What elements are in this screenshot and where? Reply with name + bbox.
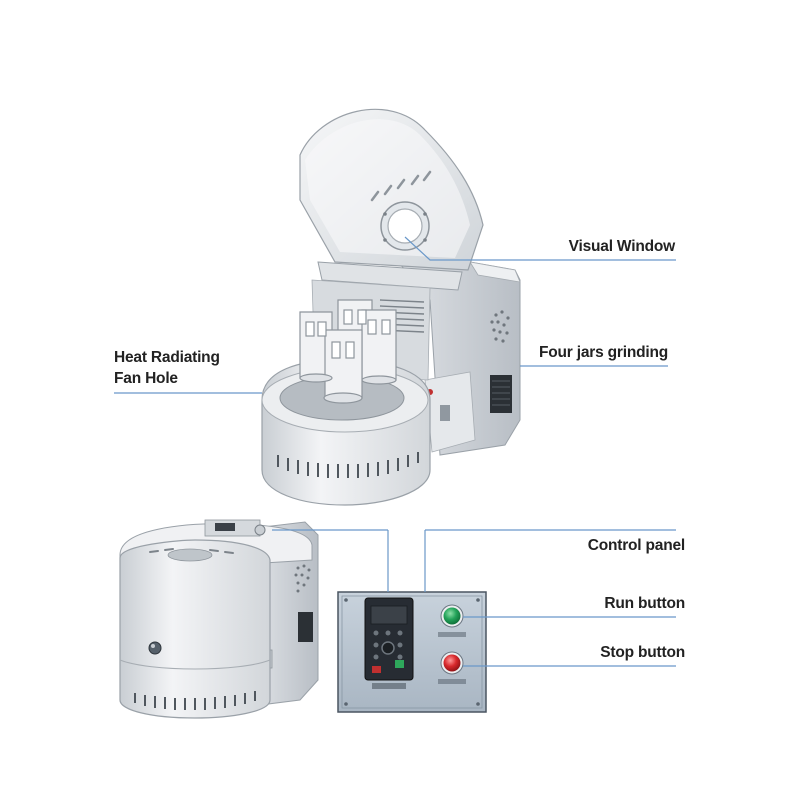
- callout-run-button: Run button: [604, 595, 685, 612]
- jar-holders: [299, 299, 397, 404]
- callout-four-jars-grinding: Four jars grinding: [538, 344, 668, 361]
- open-machine: [261, 108, 521, 506]
- lid-knob: [148, 641, 162, 655]
- callout-heat-line1: Heat Radiating: [114, 349, 220, 366]
- visual-window: [380, 201, 430, 251]
- inverter-keypad: [364, 597, 414, 681]
- callout-visual-window: Visual Window: [568, 238, 676, 255]
- callout-stop-button: Stop button: [600, 644, 685, 661]
- closed-machine: [119, 519, 319, 719]
- callout-control-panel: Control panel: [587, 537, 685, 554]
- leader-lines: [114, 236, 676, 667]
- lid-slots: [370, 170, 432, 202]
- leader-visual-window: [404, 236, 676, 261]
- callout-heat-line2: Fan Hole: [114, 370, 178, 387]
- side-grille: [490, 310, 510, 343]
- side-vent: [490, 375, 512, 413]
- base-vents: [277, 452, 419, 478]
- callout-heat-radiating-fan-hole: Heat Radiating Fan Hole: [114, 347, 220, 389]
- stop-button: [438, 651, 466, 684]
- control-panel: [337, 591, 487, 713]
- run-button: [438, 604, 466, 637]
